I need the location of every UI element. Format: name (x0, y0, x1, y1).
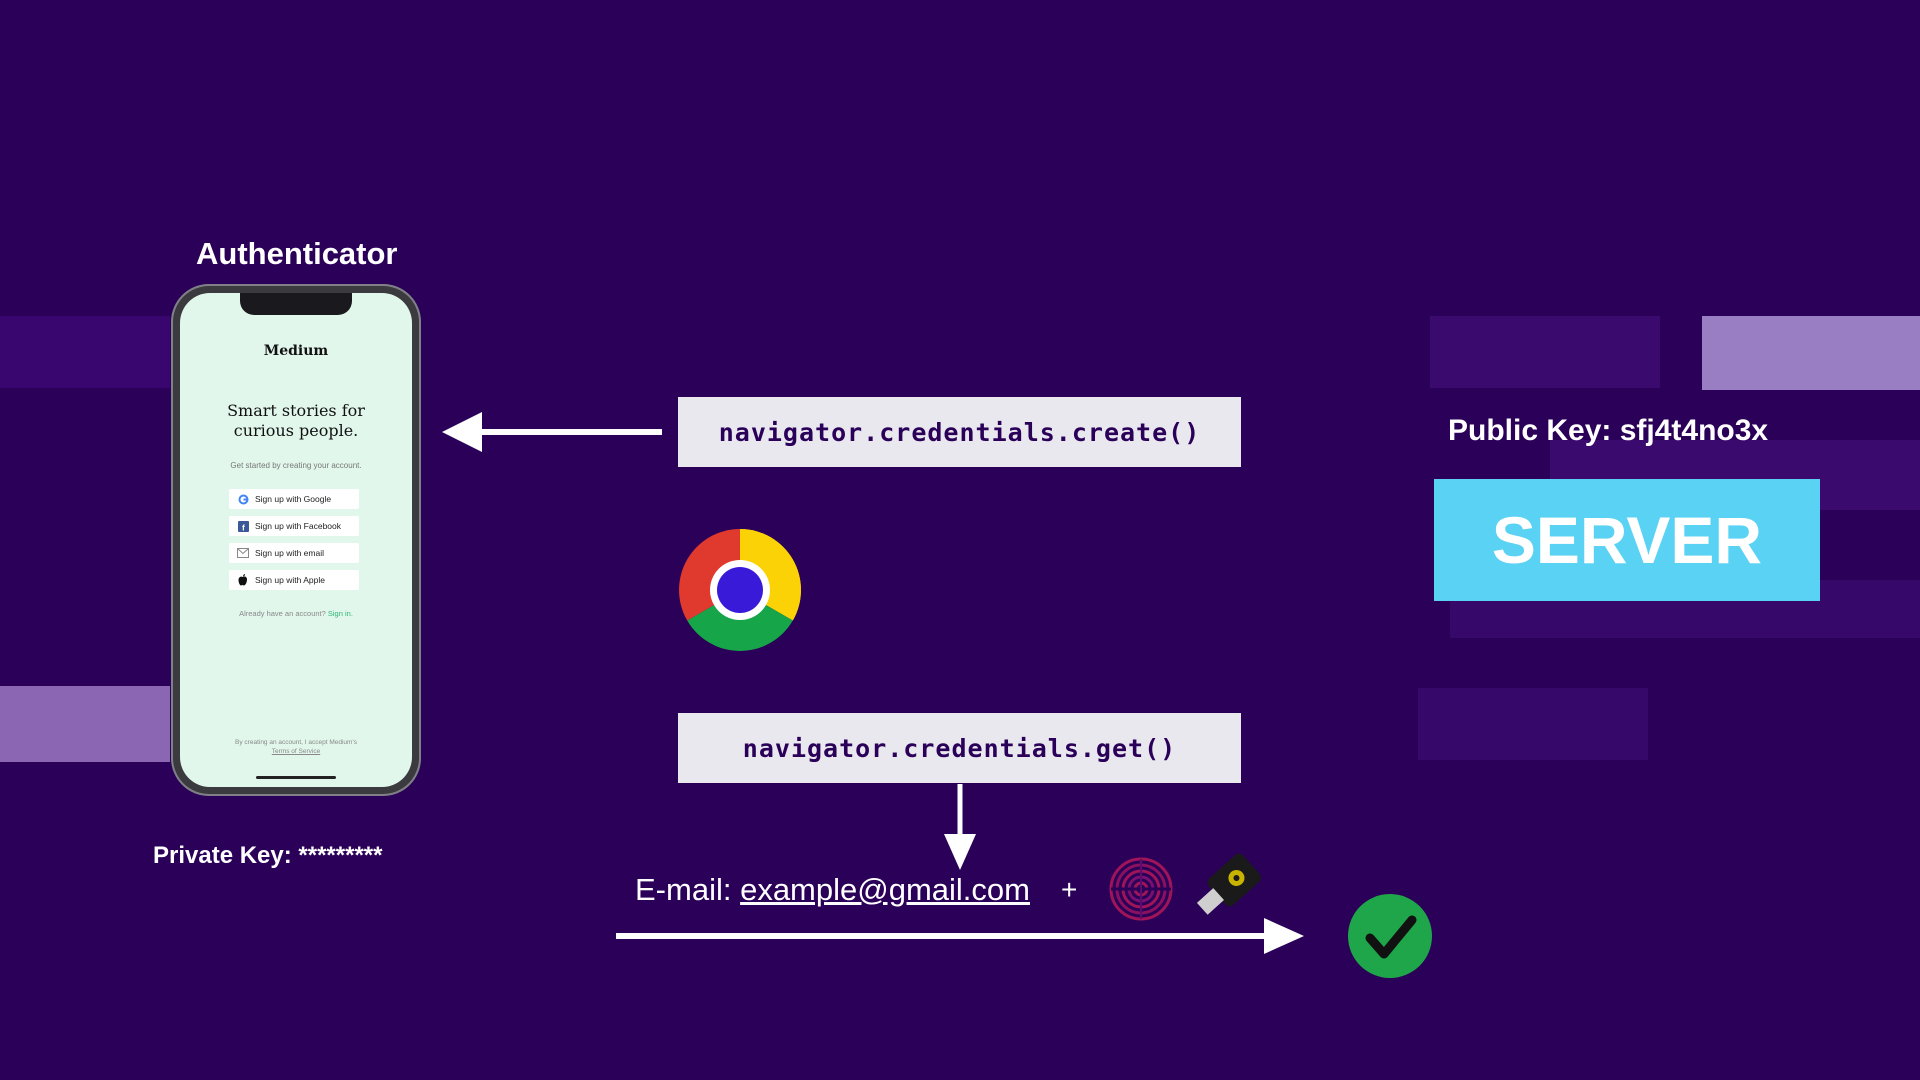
chrome-icon (679, 529, 801, 651)
plus-sign: + (1061, 874, 1078, 905)
bg-decor-rect (0, 686, 170, 762)
credentials-get-box: navigator.credentials.get() (678, 713, 1241, 783)
check-circle-icon (1348, 894, 1432, 978)
svg-text:f: f (242, 522, 245, 532)
apple-icon (237, 574, 249, 586)
arrow-left-to-authenticator (442, 412, 662, 452)
terms-text: By creating an account, I accept Medium'… (180, 738, 412, 756)
credentials-create-box: navigator.credentials.create() (678, 397, 1241, 467)
arrow-right-to-check (616, 918, 1304, 954)
facebook-signup-button[interactable]: f Sign up with Facebook (229, 516, 359, 536)
arrow-down-to-login (944, 784, 976, 870)
email-prefix: E-mail: (635, 872, 741, 907)
button-label: Sign up with Apple (255, 575, 325, 585)
sign-in-link[interactable]: Sign in. (327, 609, 353, 618)
google-signup-button[interactable]: Sign up with Google (229, 489, 359, 509)
bg-decor-rect (1418, 688, 1648, 760)
bg-decor-rect (1702, 316, 1920, 390)
bg-decor-rect (0, 316, 170, 388)
phone-brand: Medium (263, 343, 329, 359)
facebook-icon: f (237, 520, 249, 532)
terms-link[interactable]: Terms of Service (271, 748, 321, 755)
email-link[interactable]: example@gmail.com (740, 872, 1030, 907)
phone-subtitle: Get started by creating your account. (230, 461, 362, 470)
phone-mockup: Medium Smart stories for curious people.… (171, 284, 421, 796)
google-icon (237, 493, 249, 505)
server-box: SERVER (1434, 479, 1820, 601)
public-key-label: Public Key: sfj4t4no3x (1448, 414, 1769, 447)
email-line: E-mail: example@gmail.com (635, 872, 1030, 908)
authenticator-title: Authenticator (196, 236, 398, 271)
phone-headline: Smart stories for curious people. (227, 401, 365, 440)
button-label: Sign up with Facebook (255, 521, 341, 531)
phone-screen: Medium Smart stories for curious people.… (180, 293, 412, 787)
button-label: Sign up with email (255, 548, 324, 558)
private-key-label: Private Key: ********* (153, 842, 383, 869)
home-indicator (256, 776, 336, 779)
email-signup-button[interactable]: Sign up with email (229, 543, 359, 563)
button-label: Sign up with Google (255, 494, 332, 504)
apple-signup-button[interactable]: Sign up with Apple (229, 570, 359, 590)
fingerprint-icon (1109, 857, 1173, 921)
bg-decor-rect (1430, 316, 1660, 388)
already-account-text: Already have an account? Sign in. (239, 609, 353, 618)
phone-notch (240, 293, 352, 315)
mail-icon (237, 547, 249, 559)
security-key-icon (1196, 853, 1261, 915)
